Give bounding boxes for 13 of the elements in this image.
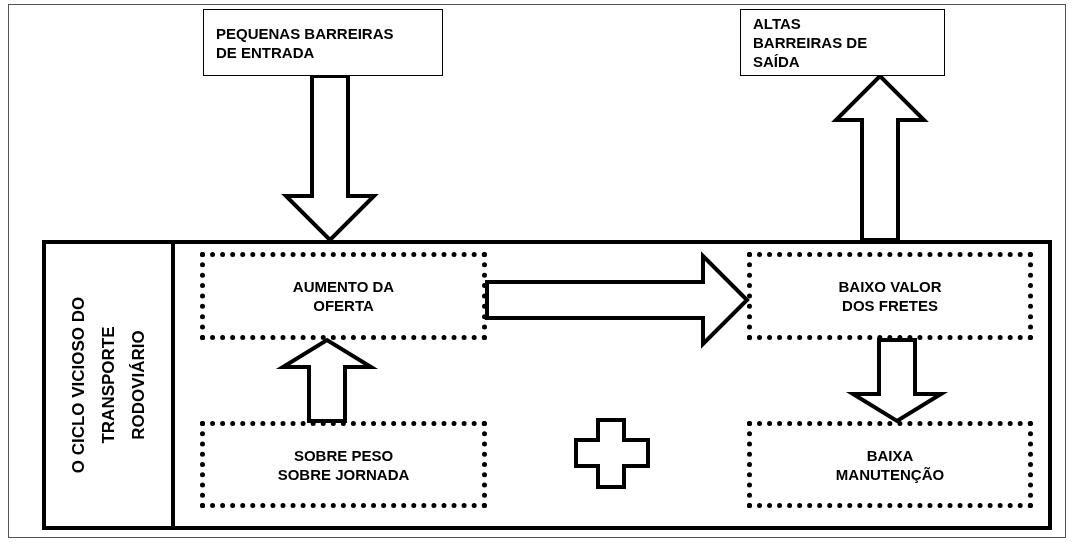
dotted-box: AUMENTO DA OFERTA [200,252,487,340]
block-arrow [845,338,949,424]
dotted-box: BAIXO VALOR DOS FRETES [747,252,1033,340]
vertical-title: O CICLO VICIOSO DO TRANSPORTE RODOVIÁRIO [67,295,149,476]
block-arrow [275,337,379,423]
dotted-box: BAIXA MANUTENÇÃO [747,421,1033,508]
block-arrow [831,73,929,242]
dotted-box: SOBRE PESO SOBRE JORNADA [200,421,487,508]
cycle-frame [42,240,1052,530]
process-box: PEQUENAS BARREIRAS DE ENTRADA [203,9,443,76]
block-arrow [485,251,750,349]
process-box: ALTAS BARREIRAS DE SAÍDA [740,9,945,76]
block-arrow [281,74,379,243]
